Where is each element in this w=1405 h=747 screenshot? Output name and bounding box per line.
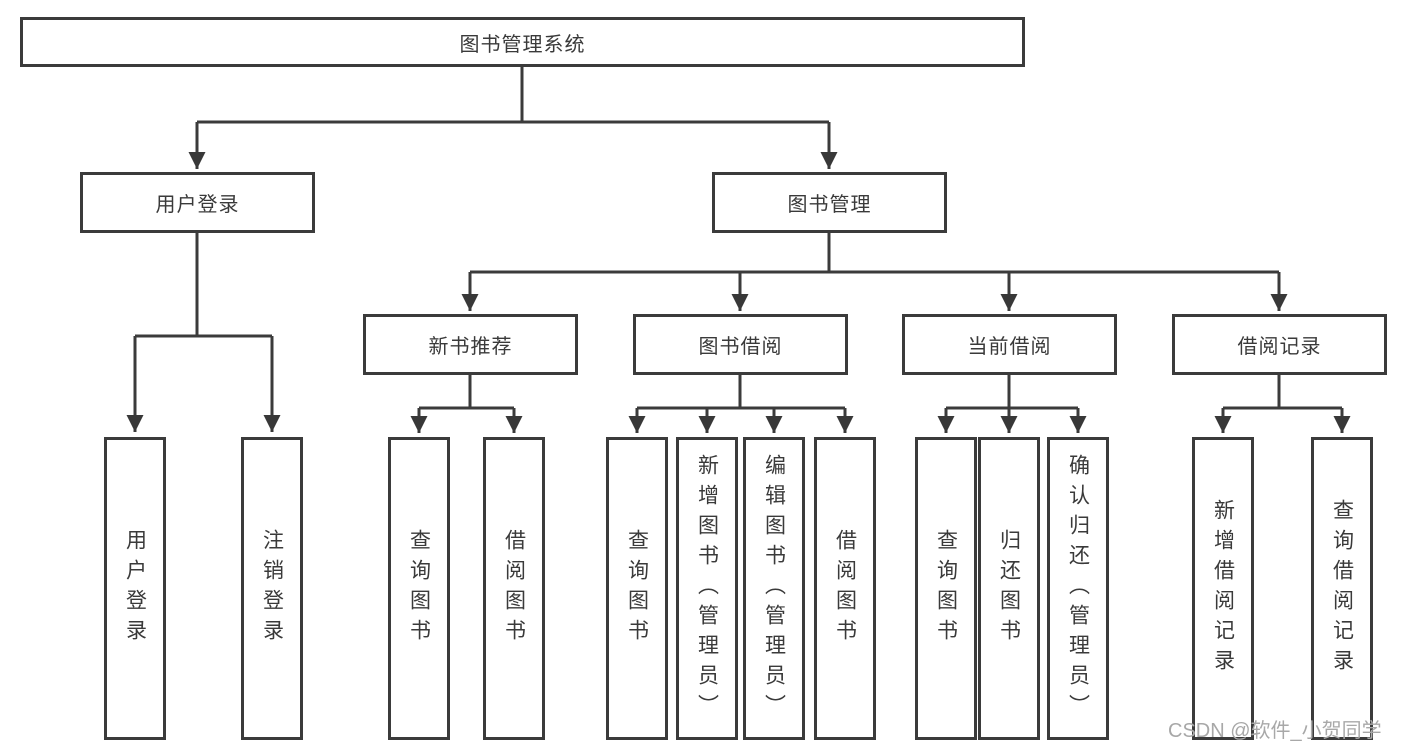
leaf-bb-query-books: 查询图书 [606, 437, 668, 740]
node-borrowing-records-label: 借阅记录 [1237, 336, 1322, 358]
node-user-login: 用户登录 [80, 172, 315, 233]
leaf-user-login: 用户登录 [104, 437, 166, 740]
watermark: CSDN @软件_小贺同学 [1168, 720, 1382, 742]
leaf-br-add-borrow-record: 新增借阅记录 [1192, 437, 1254, 740]
node-borrowing-records: 借阅记录 [1172, 314, 1387, 375]
leaf-nbr-query-books-label: 查询图书 [407, 528, 431, 649]
leaf-bb-edit-books-admin-label: 编辑图书（管理员） [762, 453, 786, 724]
node-library-management-system-label: 图书管理系统 [459, 33, 586, 56]
leaf-br-query-borrow-record-label: 查询借阅记录 [1330, 498, 1354, 679]
leaf-nbr-borrow-books-label: 借阅图书 [502, 528, 526, 649]
leaf-bb-edit-books-admin: 编辑图书（管理员） [743, 437, 805, 740]
leaf-cb-return-books: 归还图书 [978, 437, 1040, 740]
node-user-login-label: 用户登录 [155, 194, 240, 216]
node-book-management-label: 图书管理 [787, 194, 872, 216]
leaf-cb-confirm-return-admin: 确认归还（管理员） [1047, 437, 1109, 740]
leaf-bb-add-books-admin: 新增图书（管理员） [676, 437, 738, 740]
node-book-borrowing: 图书借阅 [633, 314, 848, 375]
node-library-management-system: 图书管理系统 [20, 17, 1025, 67]
node-current-borrowing-label: 当前借阅 [967, 336, 1052, 358]
leaf-logout-login: 注销登录 [241, 437, 303, 740]
leaf-cb-return-books-label: 归还图书 [997, 528, 1021, 649]
node-new-book-recommendation-label: 新书推荐 [428, 336, 513, 358]
leaf-bb-add-books-admin-label: 新增图书（管理员） [695, 453, 719, 724]
node-current-borrowing: 当前借阅 [902, 314, 1117, 375]
leaf-br-query-borrow-record: 查询借阅记录 [1311, 437, 1373, 740]
leaf-bb-query-books-label: 查询图书 [625, 528, 649, 649]
leaf-bb-borrow-books: 借阅图书 [814, 437, 876, 740]
leaf-cb-confirm-return-admin-label: 确认归还（管理员） [1066, 453, 1090, 724]
node-new-book-recommendation: 新书推荐 [363, 314, 578, 375]
leaf-nbr-borrow-books: 借阅图书 [483, 437, 545, 740]
leaf-bb-borrow-books-label: 借阅图书 [833, 528, 857, 649]
leaf-cb-query-books-label: 查询图书 [934, 528, 958, 649]
leaf-logout-login-label: 注销登录 [260, 528, 284, 649]
leaf-nbr-query-books: 查询图书 [388, 437, 450, 740]
node-book-management: 图书管理 [712, 172, 947, 233]
leaf-br-add-borrow-record-label: 新增借阅记录 [1211, 498, 1235, 679]
leaf-cb-query-books: 查询图书 [915, 437, 977, 740]
leaf-user-login-label: 用户登录 [123, 528, 147, 649]
node-book-borrowing-label: 图书借阅 [698, 336, 783, 358]
